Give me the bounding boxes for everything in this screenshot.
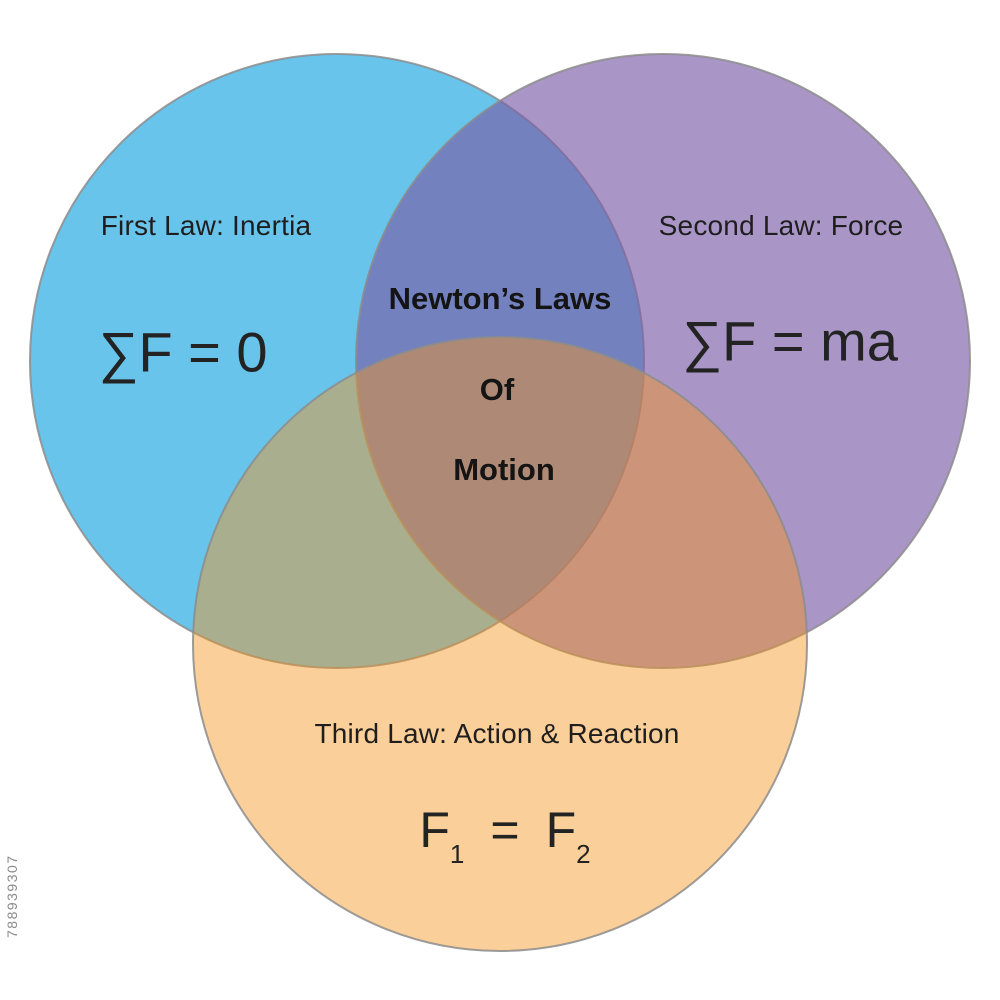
center-title-line-1: Newton’s Laws	[388, 281, 612, 316]
third-law-formula-f1: F	[419, 802, 450, 858]
first-law-formula: ∑F = 0	[98, 320, 268, 384]
second-law-circle	[355, 53, 971, 669]
second-law-label: Second Law: Force	[658, 210, 904, 241]
center-title-line-3: Motion	[453, 452, 555, 487]
third-law-circle	[192, 336, 808, 952]
second-law-formula: ∑F = ma	[682, 309, 898, 373]
center-title-line-2: Of	[479, 372, 515, 407]
third-law-formula-equals: =	[490, 802, 520, 858]
third-law-formula-f2: F	[545, 802, 577, 858]
stock-id-watermark: 788939307	[4, 854, 20, 938]
third-law-formula-sub2: 2	[576, 839, 591, 869]
third-law-formula-sub1: 1	[449, 839, 465, 869]
third-law-formula: F1=F2	[419, 801, 590, 869]
first-law-label: First Law: Inertia	[100, 210, 312, 241]
third-law-label: Third Law: Action & Reaction	[314, 718, 680, 749]
